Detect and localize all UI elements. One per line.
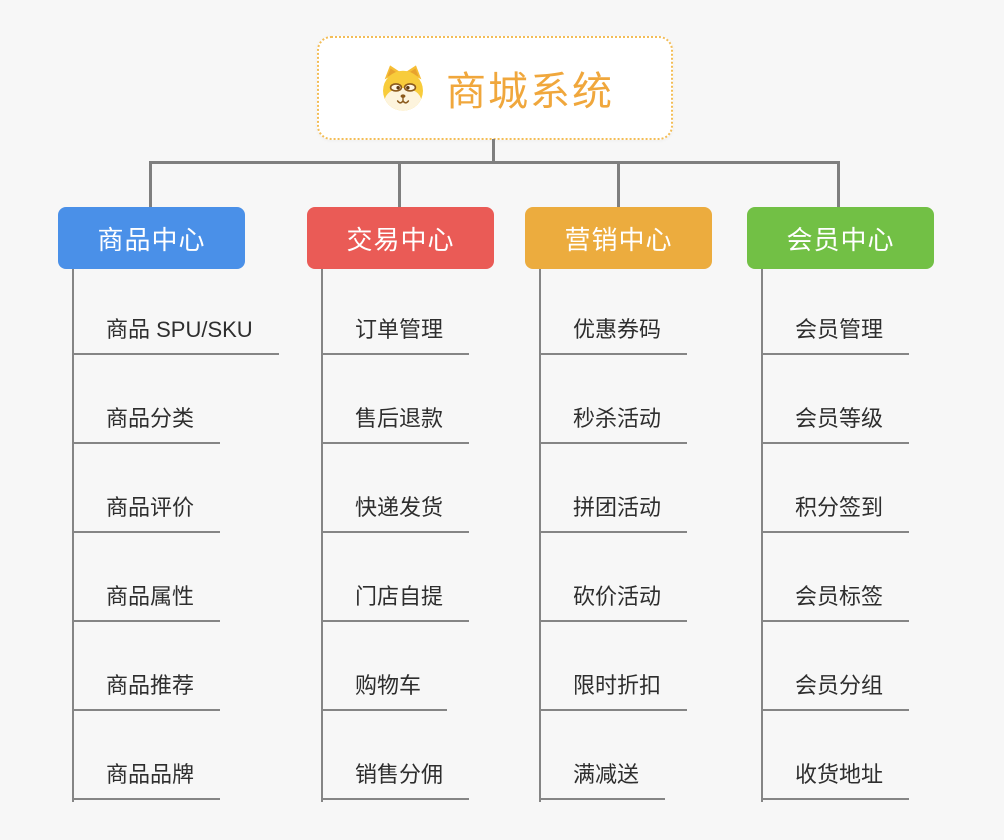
leaf-node[interactable]: 商品属性 <box>72 580 221 622</box>
connector-root-drop <box>492 139 495 164</box>
leaf-node[interactable]: 秒杀活动 <box>539 402 688 444</box>
branch-trunk-product <box>72 269 74 802</box>
connector-drop-marketing <box>617 161 620 208</box>
branch-node-marketing[interactable]: 营销中心 <box>525 207 712 269</box>
leaf-node[interactable]: 收货地址 <box>761 758 910 800</box>
connector-bus <box>149 161 840 164</box>
leaf-node[interactable]: 会员标签 <box>761 580 910 622</box>
leaf-node[interactable]: 会员管理 <box>761 313 910 355</box>
leaf-node[interactable]: 限时折扣 <box>539 669 688 711</box>
connector-drop-product <box>149 161 152 208</box>
branch-node-member[interactable]: 会员中心 <box>747 207 934 269</box>
leaf-node[interactable]: 砍价活动 <box>539 580 688 622</box>
leaf-node[interactable]: 商品品牌 <box>72 758 221 800</box>
leaf-node[interactable]: 售后退款 <box>321 402 470 444</box>
branch-trunk-member <box>761 269 763 802</box>
leaf-node[interactable]: 会员等级 <box>761 402 910 444</box>
leaf-node[interactable]: 购物车 <box>321 669 448 711</box>
leaf-node[interactable]: 商品评价 <box>72 491 221 533</box>
branch-trunk-trade <box>321 269 323 802</box>
leaf-node[interactable]: 门店自提 <box>321 580 470 622</box>
leaf-node[interactable]: 会员分组 <box>761 669 910 711</box>
shiba-dog-icon <box>376 63 430 113</box>
branch-node-trade[interactable]: 交易中心 <box>307 207 494 269</box>
branch-column-marketing: 营销中心 优惠券码 秒杀活动 拼团活动 砍价活动 限时折扣 满减送 <box>525 207 775 840</box>
connector-drop-member <box>837 161 840 208</box>
leaf-node[interactable]: 销售分佣 <box>321 758 470 800</box>
leaf-node[interactable]: 订单管理 <box>321 313 470 355</box>
leaf-node[interactable]: 商品推荐 <box>72 669 221 711</box>
leaf-node[interactable]: 商品 SPU/SKU <box>72 313 279 355</box>
branch-column-member: 会员中心 会员管理 会员等级 积分签到 会员标签 会员分组 收货地址 <box>747 207 997 840</box>
leaf-node[interactable]: 商品分类 <box>72 402 221 444</box>
root-title: 商城系统 <box>446 70 614 114</box>
branch-column-trade: 交易中心 订单管理 售后退款 快递发货 门店自提 购物车 销售分佣 <box>307 207 557 840</box>
leaf-node[interactable]: 拼团活动 <box>539 491 688 533</box>
connector-drop-trade <box>398 161 401 208</box>
leaf-node[interactable]: 满减送 <box>539 758 666 800</box>
leaf-node[interactable]: 优惠券码 <box>539 313 688 355</box>
leaf-node[interactable]: 积分签到 <box>761 491 910 533</box>
branch-trunk-marketing <box>539 269 541 802</box>
root-node[interactable]: 商城系统 <box>317 36 673 140</box>
branch-node-product[interactable]: 商品中心 <box>58 207 245 269</box>
branch-column-product: 商品中心 商品 SPU/SKU 商品分类 商品评价 商品属性 商品推荐 商品品牌 <box>58 207 308 840</box>
leaf-node[interactable]: 快递发货 <box>321 491 470 533</box>
